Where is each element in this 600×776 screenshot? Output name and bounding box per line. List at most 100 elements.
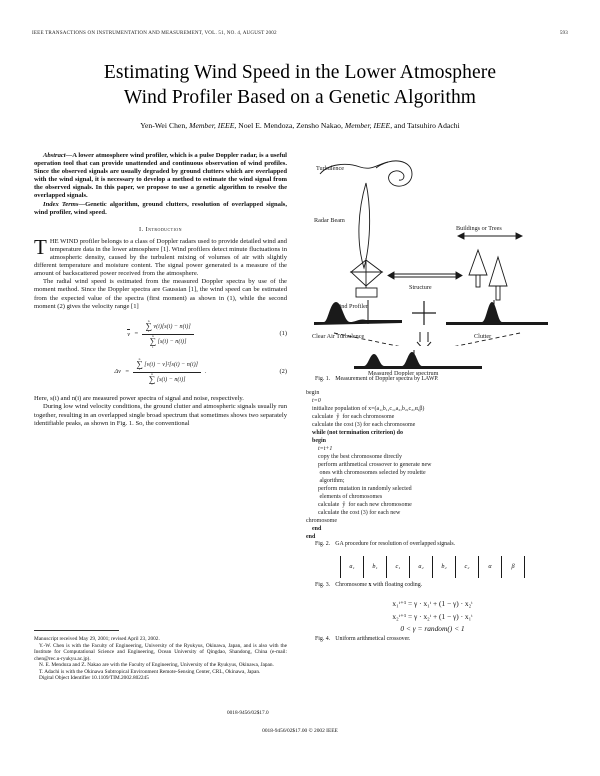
figure-1-label-radar-beam: Radar Beam: [314, 217, 345, 224]
figure-2-caption-text: GA procedure for resolution of overlappe…: [335, 541, 456, 548]
chromosome-cell: α: [478, 555, 501, 578]
footnote-manuscript: Manuscript received May 29, 2001; revise…: [34, 636, 160, 642]
figure-1-caption-text: Measurement of Doppler spectra by LAWP.: [335, 376, 439, 382]
abstract-paragraph: Abstract—A lower atmosphere wind profile…: [34, 152, 287, 201]
footnote-author-3: T. Adachi is with the Okinawa Subtropica…: [39, 668, 261, 675]
footnote-doi: Digital Object Identifier 10.1109/TIM.20…: [39, 675, 149, 681]
equation-2-number: (2): [279, 367, 287, 375]
equation-1-numerator: n ∑ i v(i)[s(i) − n(i)]: [142, 318, 193, 334]
figure-1-label-wind-profiler: Wind Profiler: [334, 303, 368, 310]
author-part-3: , and Tatsuhiro Adachi: [390, 121, 460, 130]
equation-2: Δv = n ∑ i [v(i) − v]²[s(i) − n(i)]: [34, 356, 287, 387]
pseudocode-line: end: [306, 526, 322, 533]
figure-1-label-structure: Structure: [409, 284, 432, 291]
figure-3-chromosome: a₁ b₁ c₁ a₂ b₂ c₂ α β: [306, 555, 559, 582]
index-terms-paragraph: Index Terms—Genetic algorithm, ground cl…: [34, 201, 287, 217]
pseudocode-line: copy the best chromosome directly: [306, 454, 402, 461]
member-tag-2: Member, IEEE: [344, 121, 391, 130]
sum-operator-icon: n ∑ i: [145, 318, 152, 334]
sum-operator-icon: n ∑ i: [149, 333, 157, 349]
figure-1-label-buildings: Buildings or Trees: [456, 225, 502, 232]
equation-1-den-body: [s(i) − n(i)]: [157, 339, 187, 346]
equation-1-lhs: v: [127, 329, 131, 338]
sum-operator-icon: n ∑ i: [148, 371, 156, 387]
equation-1-row: v = n ∑ i v(i)[s(i) − n(i)] n: [34, 318, 287, 349]
equation-2-den-body: [s(i) − n(i)]: [156, 376, 186, 383]
chromosome-cell: b₁: [363, 555, 386, 578]
chromosome-cell: β: [501, 555, 525, 578]
equation-1: v = n ∑ i v(i)[s(i) − n(i)] n: [34, 318, 287, 349]
intro-small-caps: HE WIND: [49, 237, 79, 245]
footnote-rule: [34, 630, 119, 631]
figure-3-caption: Fig. 3.Chromosome x with floating coding…: [306, 582, 559, 589]
drop-cap: T: [34, 234, 47, 259]
crossover-equation-1: x₁ᵗ⁺¹ = γ · x₁ᵗ + (1 − γ) · x₂ᵗ: [392, 599, 473, 609]
figure-4-caption-text: Uniform arithmetical crossover.: [335, 635, 411, 642]
equation-1-number: (1): [279, 330, 287, 338]
section-heading-introduction: I. Introduction: [139, 225, 182, 233]
intro-first-paragraph: T HE WIND profiler belongs to a class of…: [34, 234, 287, 278]
pseudocode-line: t=0: [306, 398, 321, 405]
pseudocode-line: perform mutation in randomly selected: [306, 486, 412, 493]
footnote-author-2: N. E. Mendoza and Z. Nakao are with the …: [39, 662, 274, 668]
author-part-1: Yen-Wei Chen,: [140, 121, 190, 130]
abstract-lead: Abstract—: [43, 152, 73, 159]
crossover-equation-2: x₂ᵗ⁺¹ = γ · x₂ᵗ + (1 − γ) · x₁ᵗ: [392, 611, 473, 621]
pseudocode-line: calculate ŷ for each chromosome: [306, 414, 395, 421]
equation-1-equals: =: [134, 330, 139, 338]
index-terms-lead: Index Terms—: [43, 200, 86, 208]
chromosome-cell: b₂: [432, 555, 455, 578]
title-block: Estimating Wind Speed in the Lower Atmos…: [32, 60, 568, 130]
intro-paragraph-2: The radial wind speed is estimated from …: [34, 278, 287, 310]
figure-1-caption: Fig. 1.Measurement of Doppler spectra by…: [306, 376, 559, 383]
figure-3-caption-pre: Chromosome: [335, 581, 369, 588]
sum-operator-icon: n ∑ i: [136, 356, 143, 372]
pseudocode-line: ones with chromosomes selected by roulet…: [306, 470, 426, 477]
intro-body-1: HE WIND profiler belongs to a class of D…: [34, 238, 287, 278]
intro-rest: profiler belongs to a class of Doppler r…: [34, 237, 287, 278]
figure-1-diagram: Turbulence Radar Beam Wind Profiler Buil…: [306, 150, 559, 350]
chromosome-cell: a₁: [340, 555, 363, 578]
figure-3-caption-post: with floating coding.: [371, 581, 423, 588]
abstract-text: A lower atmosphere wind profiler, which …: [34, 152, 287, 200]
pseudocode-line: begin: [306, 438, 327, 445]
pseudocode-line: calculate ŷ for each new chromosome: [306, 502, 412, 509]
chromosome-strip: a₁ b₁ c₁ a₂ b₂ c₂ α β: [306, 555, 559, 578]
pseudocode-line: chromosome: [306, 518, 337, 525]
crossover-equation-3: 0 < γ = random() < 1: [400, 624, 465, 634]
paper-title: Estimating Wind Speed in the Lower Atmos…: [32, 60, 568, 110]
footnote-block: Manuscript received May 29, 2001; revise…: [34, 636, 287, 682]
index-terms-text: Genetic algorithm, ground clutters, reso…: [34, 200, 287, 216]
title-line-2: Wind Profiler Based on a Genetic Algorit…: [123, 87, 477, 108]
journal-reference: IEEE TRANSACTIONS ON INSTRUMENTATION AND…: [32, 30, 277, 36]
pseudocode-line: calculate the cost (3) for each new: [306, 510, 401, 517]
equation-2-numerator: n ∑ i [v(i) − v]²[s(i) − n(i)]: [133, 356, 201, 372]
member-tag-1: Member, IEEE: [189, 121, 235, 130]
author-list: Yen-Wei Chen, Member, IEEE, Noel E. Mend…: [32, 121, 568, 130]
page-number: 593: [559, 30, 568, 36]
equation-2-lhs: Δv: [114, 367, 121, 375]
author-part-2: , Noel E. Mendoza, Zensho Nakao,: [234, 121, 345, 130]
equation-2-period: .: [204, 367, 207, 375]
figure-2-pseudocode: begin t=0 initialize population of x=(a₁…: [306, 389, 559, 541]
running-head: IEEE TRANSACTIONS ON INSTRUMENTATION AND…: [32, 30, 568, 36]
figure-3-caption-label: Fig. 3.: [315, 581, 331, 588]
right-column: Turbulence Radar Beam Wind Profiler Buil…: [306, 150, 559, 643]
pseudocode-line: algorithm;: [306, 478, 345, 485]
figure-1-label-measured: Measured Doppler spectrum: [368, 370, 439, 376]
equation-1-denominator: n ∑ i [s(i) − n(i)]: [147, 334, 190, 348]
figure-4-caption-label: Fig. 4.: [315, 635, 331, 642]
figure-2-caption-label: Fig. 2.: [315, 541, 331, 548]
equation-2-fraction: n ∑ i [v(i) − v]²[s(i) − n(i)] n ∑ i: [133, 356, 201, 387]
equation-1-fraction: n ∑ i v(i)[s(i) − n(i)] n ∑ i [s(i: [142, 318, 194, 349]
body-paragraph-4: During low wind velocity conditions, the…: [34, 403, 287, 427]
figure-1-label-clear-air: Clear Air Turbulence: [312, 333, 364, 340]
pseudocode-line: begin: [306, 390, 320, 397]
issn-partial: 0018-9456/02$17.0: [227, 710, 269, 716]
pseudocode-line: elements of chromosomes: [306, 494, 383, 501]
pseudocode-line: calculate the cost (3) for each chromoso…: [306, 422, 416, 429]
left-column: Abstract—A lower atmosphere wind profile…: [34, 152, 287, 428]
equation-2-denominator: n ∑ i [s(i) − n(i)]: [146, 372, 189, 386]
equation-2-row: Δv = n ∑ i [v(i) − v]²[s(i) − n(i)]: [34, 356, 287, 387]
